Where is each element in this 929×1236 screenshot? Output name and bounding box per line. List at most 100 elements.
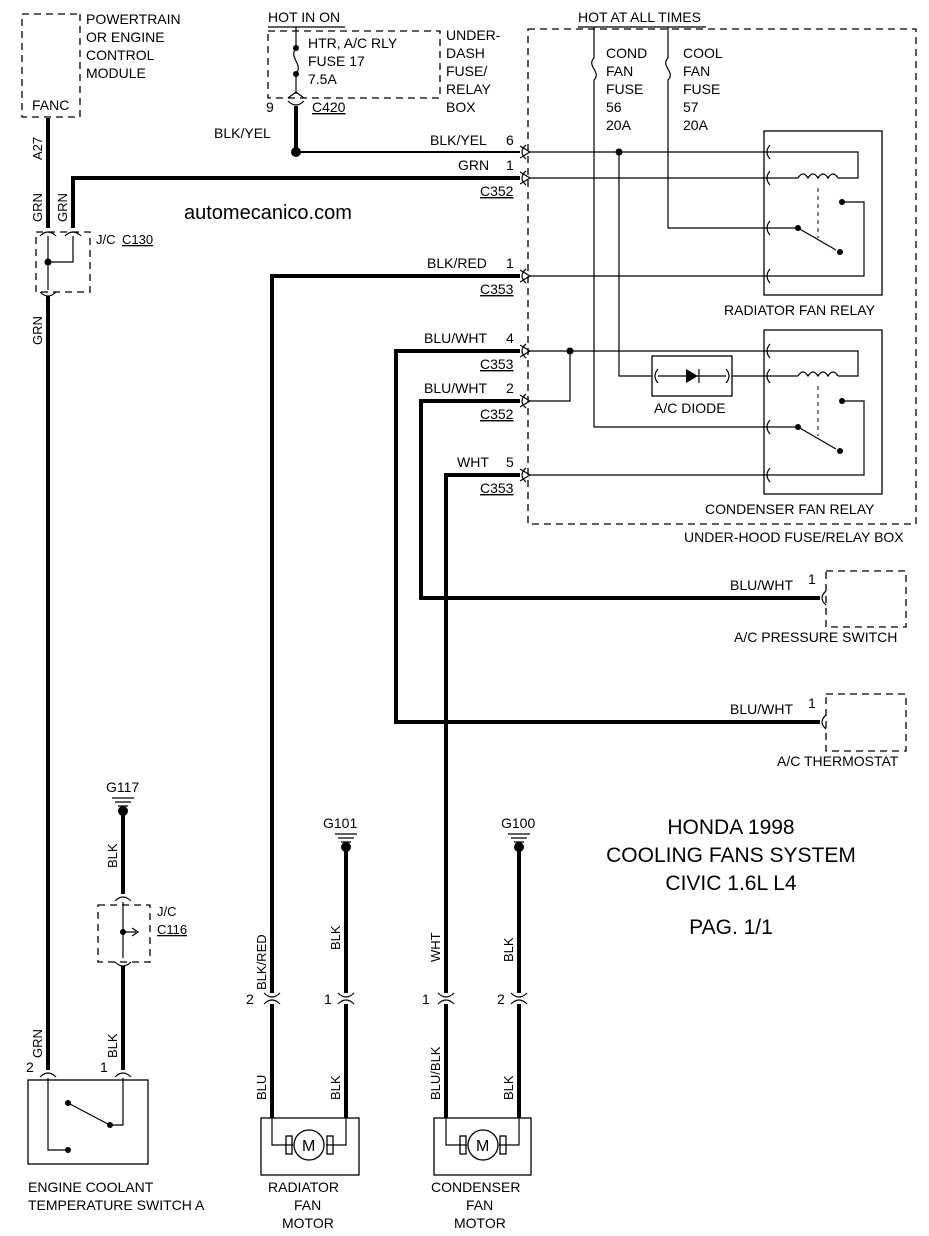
condenser-fan-relay <box>763 329 883 495</box>
condenser-fan-motor: 1 2 BLU/BLK BLK M CONDENSER FAN MOTOR <box>422 991 532 1231</box>
fuse17-label-3: 7.5A <box>308 71 337 87</box>
wire-label-grn-ect: GRN <box>30 1029 45 1058</box>
cond-motor-pin-2: 2 <box>497 991 505 1007</box>
ect-pin-1: 1 <box>100 1059 108 1075</box>
pcm-label-1: POWERTRAIN <box>86 11 181 27</box>
hot-in-on-label: HOT IN ON <box>268 9 340 25</box>
fuse57-l5: 20A <box>683 117 709 133</box>
pressure-pin-1: 1 <box>808 571 816 587</box>
wire-label-blk-g101: BLK <box>328 925 343 950</box>
thermostat-pin-1: 1 <box>808 695 816 711</box>
pcm-module: POWERTRAIN OR ENGINE CONTROL MODULE FANC… <box>21 11 181 160</box>
underdash-label-3: FUSE/ <box>446 63 487 79</box>
pin-2: 2 <box>506 380 514 396</box>
pcm-label-2: OR ENGINE <box>86 29 165 45</box>
wire-label-blk-g117: BLK <box>105 843 120 868</box>
fuse17-label-2: FUSE 17 <box>308 53 365 69</box>
radiator-relay-label: RADIATOR FAN RELAY <box>724 302 876 318</box>
wire-label-blu-blk: BLU/BLK <box>428 1046 443 1100</box>
c353-wht: C353 <box>480 480 514 496</box>
wire-label-grn-right: GRN <box>55 193 70 222</box>
fuse57-l3: FUSE <box>683 81 720 97</box>
wire-label-blk-g100: BLK <box>501 937 516 962</box>
watermark: automecanico.com <box>184 202 352 224</box>
wire-label-grn-c352: GRN <box>458 157 489 173</box>
rad-motor-label-3: MOTOR <box>282 1215 334 1231</box>
underhood-box-label: UNDER-HOOD FUSE/RELAY BOX <box>684 529 904 545</box>
diagram-title: HONDA 1998 COOLING FANS SYSTEM CIVIC 1.6… <box>606 816 856 939</box>
underdash-label-5: BOX <box>446 99 476 115</box>
connector-column: BLK/YEL 6 GRN 1 C352 BLK/RED 1 C353 BLU/… <box>424 132 532 496</box>
wire-label-blk-red-vert: BLK/RED <box>254 934 269 990</box>
jc-c130: J/C C130 <box>35 231 153 297</box>
rad-motor-symbol: M <box>302 1138 315 1155</box>
ac-diode-label: A/C DIODE <box>654 400 726 416</box>
ect-switch: 2 1 ENGINE COOLANT TEMPERATURE SWITCH A <box>26 1059 205 1213</box>
pin-4: 4 <box>506 330 514 346</box>
wire-blu-wht-thermostat <box>394 349 820 724</box>
title-page: PAG. 1/1 <box>689 916 773 939</box>
rad-motor-pin-2: 2 <box>246 991 254 1007</box>
wire-label-blk-cond: BLK <box>501 1075 516 1100</box>
ect-label-1: ENGINE COOLANT <box>28 1179 154 1195</box>
wire-label-wht-5: WHT <box>457 454 489 470</box>
fuse56-l3: FUSE <box>606 81 643 97</box>
c420-connector: C420 <box>312 99 346 115</box>
c353-blu-wht: C353 <box>480 356 514 372</box>
wire-label-blu-wht-2: BLU/WHT <box>424 380 487 396</box>
wire-label-blu-rad: BLU <box>254 1075 269 1100</box>
pcm-label-4: MODULE <box>86 65 146 81</box>
underdash-label-2: DASH <box>446 45 485 61</box>
pin-5: 5 <box>506 454 514 470</box>
wire-label-blk-rad: BLK <box>328 1075 343 1100</box>
jc-c116-id: C116 <box>157 922 187 937</box>
thermostat-label: A/C THERMOSTAT <box>777 753 899 769</box>
jc-c130-prefix: J/C <box>96 232 116 247</box>
rad-motor-label-1: RADIATOR <box>268 1179 339 1195</box>
pcm-pin-fanc: FANC <box>32 97 69 113</box>
underhood-fuse-box: HOT AT ALL TIMES UNDER-HOOD FUSE/RELAY B… <box>527 9 917 545</box>
g100-label: G100 <box>501 815 535 831</box>
fuse57-l1: COOL <box>683 45 723 61</box>
title-line-1: HONDA 1998 <box>667 816 794 839</box>
g101-label: G101 <box>323 815 357 831</box>
fuse56-l4: 56 <box>606 99 622 115</box>
wire-label-grn-left: GRN <box>30 193 45 222</box>
ground-g100: G100 <box>501 815 535 852</box>
pin-1-grn: 1 <box>506 157 514 173</box>
cond-motor-label-3: MOTOR <box>454 1215 506 1231</box>
ground-g117: G117 <box>106 779 139 816</box>
fuse56-l1: COND <box>606 45 647 61</box>
radiator-fan-relay <box>763 130 883 296</box>
c352-blu-wht: C352 <box>480 406 514 422</box>
fuse17-label-1: HTR, A/C RLY <box>308 35 398 51</box>
hot-at-all-times-label: HOT AT ALL TIMES <box>578 9 701 25</box>
cond-motor-label-2: FAN <box>466 1197 493 1213</box>
underdash-label-4: RELAY <box>446 81 492 97</box>
jc-c116: J/C C116 <box>97 896 187 967</box>
ect-pin-2: 2 <box>26 1059 34 1075</box>
condenser-relay-label: CONDENSER FAN RELAY <box>705 501 875 517</box>
wire-label-blk-yel: BLK/YEL <box>430 132 487 148</box>
fuse57-l4: 57 <box>683 99 699 115</box>
fuse56-l2: FAN <box>606 63 633 79</box>
cond-motor-label-1: CONDENSER <box>431 1179 520 1195</box>
title-line-2: COOLING FANS SYSTEM <box>606 844 856 867</box>
underdash-label-1: UNDER- <box>446 27 501 43</box>
c353-blk-red: C353 <box>480 281 514 297</box>
wire-label-wht-vert: WHT <box>428 932 443 962</box>
jc-c116-prefix: J/C <box>157 904 177 919</box>
pcm-label-3: CONTROL <box>86 47 155 63</box>
wire-label-blu-wht-4: BLU/WHT <box>424 330 487 346</box>
pin-6: 6 <box>506 132 514 148</box>
wire-blk-red <box>270 274 520 993</box>
title-line-3: CIVIC 1.6L L4 <box>665 872 796 895</box>
pcm-terminal-a27: A27 <box>30 137 45 160</box>
ect-label-2: TEMPERATURE SWITCH A <box>28 1197 205 1213</box>
jc-c130-id: C130 <box>122 232 153 247</box>
thermostat-wire-label: BLU/WHT <box>730 701 793 717</box>
wire-label-blk-yel-left: BLK/YEL <box>214 125 271 141</box>
ac-pressure-switch: BLU/WHT 1 A/C PRESSURE SWITCH <box>730 570 907 645</box>
wire-label-blk-red-top: BLK/RED <box>427 255 487 271</box>
